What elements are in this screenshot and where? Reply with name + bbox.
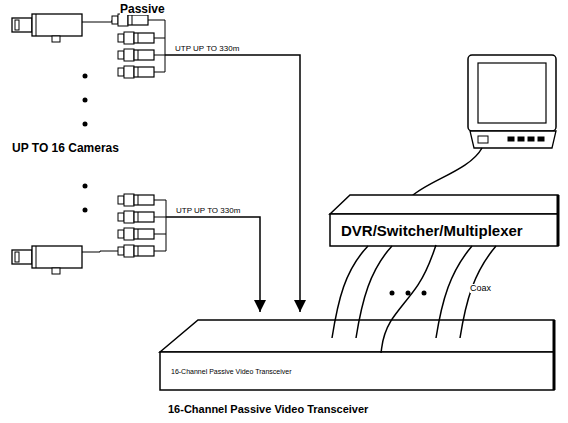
cable-label: UTP UP TO 330m bbox=[175, 45, 239, 53]
dvr-box: DVR/Switcher/Multiplexer bbox=[331, 215, 557, 245]
cable-label: UTP UP TO 330m bbox=[176, 207, 240, 215]
camera bbox=[12, 14, 112, 42]
utp-cable bbox=[165, 55, 300, 312]
transceiver-box: 16-Channel Passive Video Transceiver bbox=[161, 353, 553, 389]
monitor bbox=[468, 55, 556, 148]
coax-cable bbox=[381, 245, 436, 353]
camera bbox=[12, 246, 118, 274]
coax-cable bbox=[332, 246, 496, 338]
continuation-dots bbox=[390, 291, 427, 296]
part-label: Passive bbox=[120, 3, 165, 15]
utp-cable bbox=[166, 217, 260, 312]
dvr-housing bbox=[330, 195, 558, 246]
balun-group bbox=[112, 14, 165, 78]
group-label: UP TO 16 Cameras bbox=[12, 142, 119, 154]
cable-label: Coax bbox=[470, 284, 491, 293]
node-text: 16-Channel Passive Video Transceiver bbox=[171, 368, 292, 375]
caption: 16-Channel Passive Video Transceiver bbox=[168, 404, 368, 415]
node-text: DVR/Switcher/Multiplexer bbox=[341, 222, 523, 239]
video-cable bbox=[412, 148, 482, 196]
balun-group bbox=[118, 194, 166, 257]
